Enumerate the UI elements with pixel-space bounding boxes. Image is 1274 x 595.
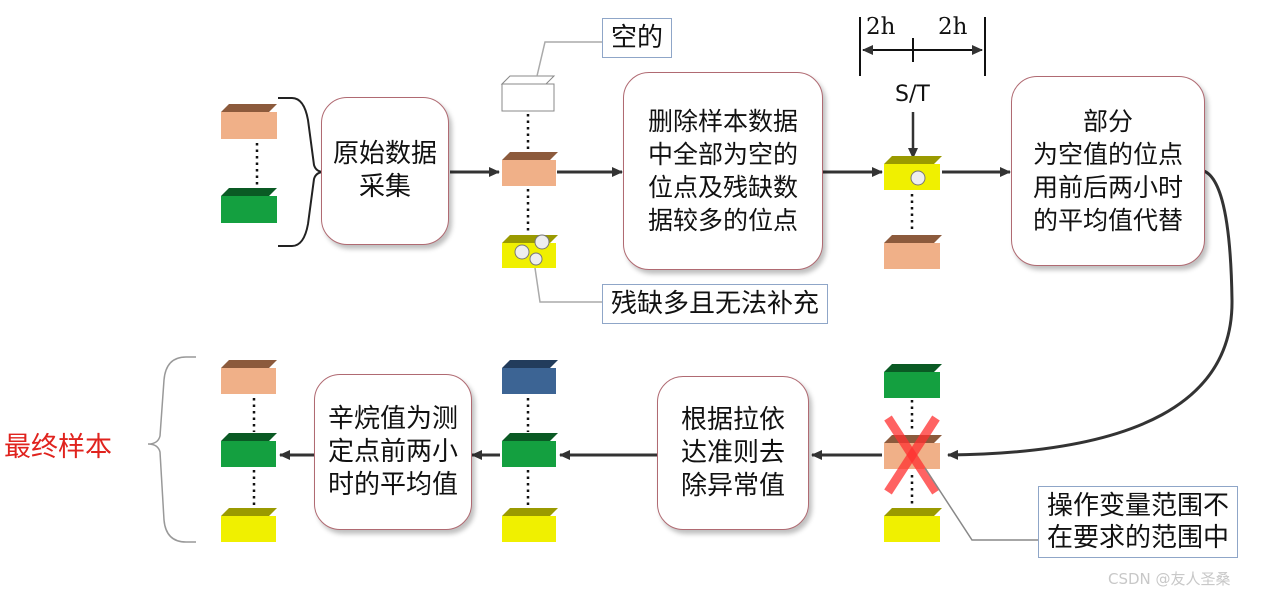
box-pauta: 根据拉依 达准则去 除异常值 bbox=[657, 376, 809, 530]
cube-white bbox=[500, 75, 556, 112]
cube-green bbox=[221, 188, 277, 223]
brace-right bbox=[278, 97, 325, 247]
box-xinshao: 辛烷值为测 定点前两小 时的平均值 bbox=[314, 374, 472, 530]
watermark: CSDN @友人圣桑 bbox=[1108, 570, 1231, 588]
callout-line-missing bbox=[534, 267, 602, 303]
callout-empty: 空的 bbox=[602, 18, 673, 58]
cube-peach bbox=[884, 235, 942, 269]
cube-yellow bbox=[502, 508, 558, 542]
brace-left bbox=[147, 356, 196, 543]
label-final-sample: 最终样本 bbox=[4, 432, 112, 463]
callout-range: 操作变量范围不 在要求的范围中 bbox=[1038, 486, 1239, 558]
cube-peach bbox=[221, 104, 277, 139]
cube-peach bbox=[502, 152, 558, 186]
cube-green bbox=[884, 364, 942, 398]
cube-blue bbox=[502, 360, 558, 394]
cube-green bbox=[221, 433, 277, 467]
box-partial: 部分 为空值的位点 用前后两小时 的平均值代替 bbox=[1011, 76, 1205, 266]
label-2h-left: 2h bbox=[866, 14, 896, 40]
cube-peach bbox=[221, 360, 277, 394]
box-collect: 原始数据 采集 bbox=[321, 97, 449, 245]
box-delete: 删除样本数据 中全部为空的 位点及残缺数 据较多的位点 bbox=[623, 72, 823, 270]
cube-yellow-holes bbox=[502, 234, 558, 268]
label-2h-right: 2h bbox=[938, 14, 968, 40]
callout-line-empty bbox=[536, 41, 602, 77]
cube-yellow bbox=[221, 508, 277, 542]
callout-line-range bbox=[924, 467, 1038, 541]
callout-missing: 残缺多且无法补充 bbox=[602, 284, 829, 324]
curved-arrow bbox=[947, 168, 1234, 460]
cube-yellow bbox=[884, 508, 942, 542]
label-st: S/T bbox=[895, 82, 930, 107]
cube-green bbox=[502, 433, 558, 467]
cube-peach-crossed bbox=[884, 415, 942, 495]
cube-yellow-hole bbox=[884, 156, 942, 190]
